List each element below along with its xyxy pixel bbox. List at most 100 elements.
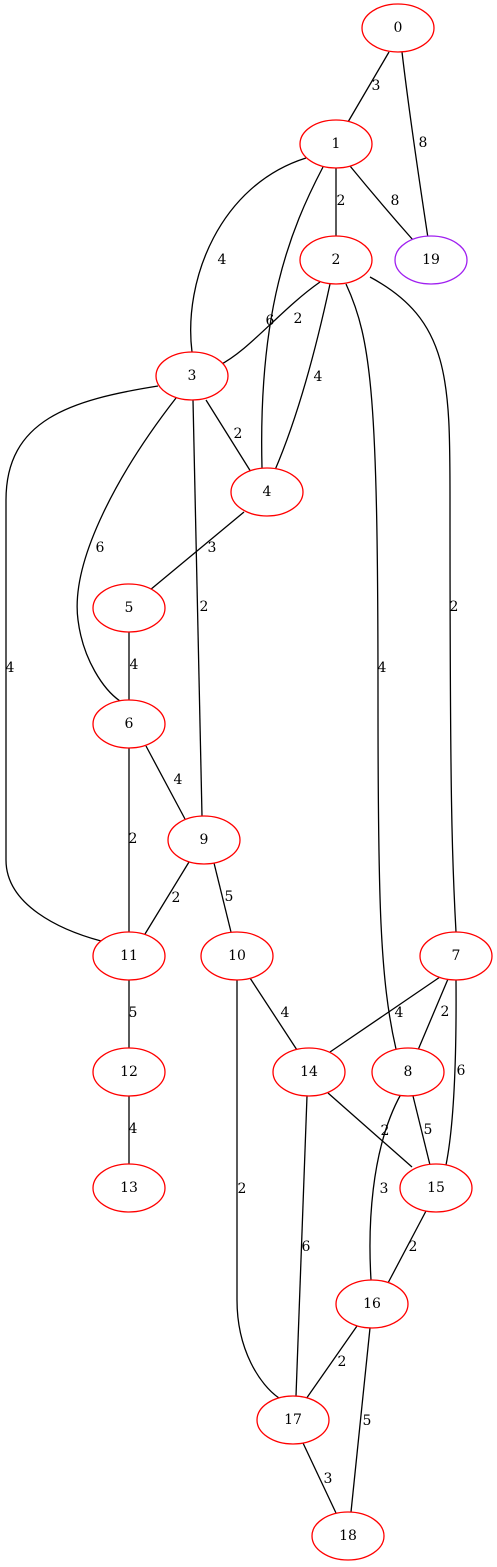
node-16: 16 [335, 1279, 409, 1329]
edge-line [236, 980, 280, 1399]
node-ellipse [92, 583, 166, 633]
node-ellipse [155, 351, 229, 401]
edge-7-14: 4 [329, 976, 441, 1053]
node-5: 5 [92, 583, 166, 633]
node-9: 9 [167, 815, 241, 865]
node-ellipse [92, 1047, 166, 1097]
edge-weight-label: 2 [200, 599, 209, 615]
edge-11-12: 5 [128, 980, 138, 1048]
edge-weight-label: 4 [6, 660, 15, 676]
node-ellipse [92, 1163, 166, 1213]
node-label: 8 [404, 1064, 413, 1080]
node-15: 15 [399, 1163, 473, 1213]
node-18: 18 [311, 1511, 385, 1561]
edge-3-4: 2 [205, 399, 252, 473]
node-ellipse [394, 235, 468, 285]
edge-3-9: 2 [192, 399, 209, 817]
edge-weight-label: 3 [380, 1181, 389, 1197]
edge-16-17: 2 [305, 1325, 358, 1400]
edge-1-19: 8 [349, 165, 414, 241]
edge-weight-label: 6 [302, 1239, 311, 1255]
node-label: 10 [228, 948, 246, 964]
edge-14-15: 2 [327, 1092, 413, 1168]
edge-line [205, 399, 252, 473]
edge-weight-label: 4 [395, 1005, 404, 1021]
node-label: 17 [284, 1412, 302, 1428]
node-label: 9 [200, 832, 209, 848]
node-14: 14 [272, 1047, 346, 1097]
node-13: 13 [92, 1163, 166, 1213]
node-label: 13 [120, 1180, 138, 1196]
edge-line [274, 283, 331, 471]
edge-line [144, 861, 190, 935]
edge-line [249, 977, 298, 1051]
edge-weight-label: 8 [419, 135, 428, 151]
edge-weight-label: 2 [409, 1239, 418, 1255]
edge-2-3: 2 [217, 281, 321, 367]
edge-weight-label: 2 [337, 193, 346, 209]
node-ellipse [272, 1047, 346, 1097]
edge-weight-label: 5 [424, 1122, 433, 1138]
node-ellipse [371, 1047, 445, 1097]
edge-weight-label: 2 [172, 890, 181, 906]
edge-weight-label: 3 [324, 1471, 333, 1487]
edge-line [305, 1325, 358, 1400]
edge-weight-label: 4 [314, 369, 323, 385]
edge-weight-label: 2 [129, 831, 138, 847]
node-11: 11 [92, 931, 166, 981]
edge-1-3: 4 [190, 157, 307, 353]
edge-6-11: 2 [128, 748, 138, 932]
edge-weight-label: 2 [450, 599, 459, 615]
edge-weight-label: 5 [129, 1005, 138, 1021]
edge-3-11: 4 [5, 385, 159, 942]
node-4: 4 [230, 467, 304, 517]
node-label: 18 [339, 1528, 357, 1544]
node-ellipse [399, 1163, 473, 1213]
edge-line [350, 1327, 371, 1513]
node-label: 11 [120, 948, 138, 964]
edge-line [295, 1095, 308, 1397]
edge-weight-label: 6 [96, 540, 105, 556]
edge-2-4: 4 [274, 283, 331, 471]
edge-16-18: 5 [350, 1327, 371, 1513]
edge-8-15: 5 [412, 1095, 433, 1166]
node-label: 6 [125, 716, 134, 732]
node-ellipse [167, 815, 241, 865]
node-label: 5 [125, 600, 134, 616]
edge-8-16: 3 [369, 1093, 402, 1281]
node-10: 10 [200, 931, 274, 981]
node-19: 19 [394, 235, 468, 285]
edge-weight-label: 2 [294, 311, 303, 327]
node-8: 8 [371, 1047, 445, 1097]
edge-weight-label: 4 [129, 1121, 138, 1137]
node-1: 1 [299, 119, 373, 169]
edge-line [445, 979, 457, 1166]
edge-weight-label: 3 [372, 78, 381, 94]
node-17: 17 [256, 1395, 330, 1445]
edge-line [76, 397, 177, 702]
node-label: 1 [332, 136, 341, 152]
node-ellipse [299, 235, 373, 285]
edge-4-5: 3 [149, 511, 245, 591]
node-ellipse [299, 119, 373, 169]
edge-weight-label: 4 [378, 660, 387, 676]
edge-1-4: 6 [261, 166, 324, 469]
edge-9-11: 2 [144, 861, 190, 935]
edge-12-13: 4 [128, 1096, 138, 1164]
edge-weight-label: 6 [266, 313, 275, 329]
edge-7-8: 2 [417, 978, 449, 1051]
edge-line [329, 976, 441, 1053]
node-label: 3 [188, 368, 197, 384]
edge-5-6: 4 [128, 632, 139, 700]
edge-14-17: 6 [295, 1095, 311, 1397]
node-ellipse [92, 699, 166, 749]
node-label: 16 [363, 1296, 381, 1312]
node-ellipse [335, 1279, 409, 1329]
edge-line [387, 1210, 427, 1284]
edge-weight-label: 6 [457, 1063, 466, 1079]
edge-weight-label: 4 [130, 657, 139, 673]
node-0: 0 [361, 3, 435, 53]
edge-line [5, 385, 159, 942]
